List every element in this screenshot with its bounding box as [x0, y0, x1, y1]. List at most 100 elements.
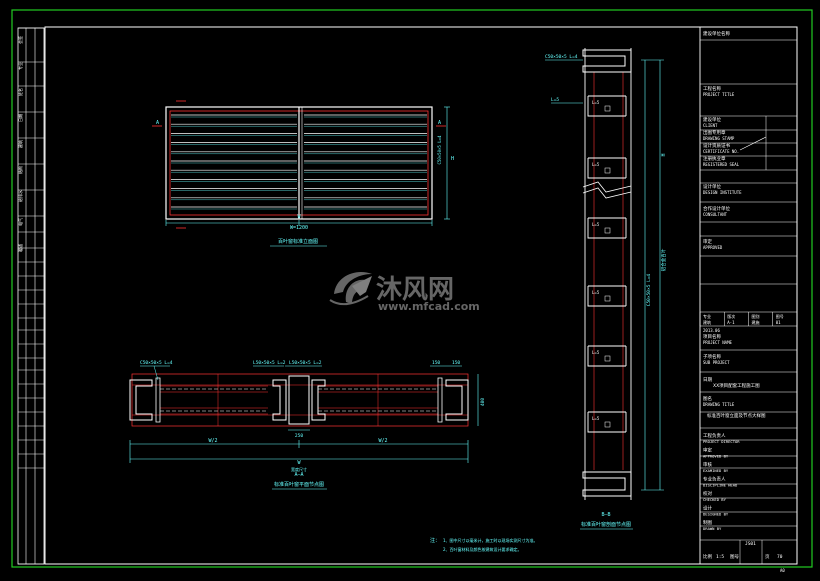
strip-label: 电气	[17, 218, 23, 226]
notes-line-1: 1、图中尺寸以毫米计，施工时以现场实测尺寸为准。	[443, 537, 538, 543]
section-blade	[587, 217, 627, 239]
tb-role-en: DESIGNED BY	[703, 512, 729, 517]
channel-right	[445, 379, 469, 421]
tb-role-en: DRAWN BY	[703, 526, 722, 531]
angle-left	[155, 377, 161, 423]
tb-role-en: PROJECT DIRECTOR	[703, 439, 740, 444]
section-blade	[587, 285, 627, 307]
vsec-dim-side: C50×50×5 L=4	[646, 273, 652, 306]
tb-project-name-en: PROJECT NAME	[703, 340, 732, 345]
tb-scale-label: 比例	[703, 553, 712, 560]
tb-table-value: A-1	[727, 320, 735, 325]
notes-line-2: 2、百叶窗材料及颜色按建筑设计要求确定。	[443, 546, 522, 552]
tb-role-cn: 设计	[703, 505, 712, 512]
callout-mid-b: L50×50×5 L=2	[289, 360, 322, 366]
tb-drawing-title-en: DRAWING TITLE	[703, 402, 735, 407]
vsec-callout-top: C50×50×5 L=4	[545, 54, 578, 60]
watermark-url: www.mfcad.com	[378, 300, 480, 313]
section-blade-tag: L=5	[592, 100, 600, 105]
tb-role-cn: 审核	[703, 461, 712, 468]
section-mark-left: A	[156, 120, 159, 126]
dim-half-left: W/2	[208, 438, 217, 444]
dim-total-note: 宽度尺寸	[291, 466, 307, 472]
dim-mid: 250	[295, 433, 303, 439]
tb-role-cn: 审定	[703, 447, 712, 454]
section-blade-tag: L=5	[592, 222, 600, 227]
section-blade	[587, 157, 627, 179]
strip-label: 结构	[17, 166, 23, 174]
callout-right-a: 150	[432, 360, 440, 366]
tb-role-cn: 制图	[703, 519, 712, 526]
tb-table-header: 版次	[727, 313, 735, 319]
channel-mid-a	[272, 379, 287, 421]
tb-table-value: 建筑	[703, 319, 711, 325]
vsec-callout-mid: 铝合金百叶	[660, 248, 667, 271]
tb-reg-en: REGISTERED SEAL	[703, 162, 740, 167]
angle-right	[437, 377, 443, 423]
tb-table-header: 图别	[752, 313, 760, 319]
front-elevation-view[interactable]: W W=1200 H C50×50×5 L=4 A A 百叶窗标准立面图	[152, 100, 454, 247]
front-elevation-title: 百叶窗标准立面图	[278, 238, 318, 245]
tb-reg-label: 注册执业章	[703, 155, 726, 162]
channel-mid-b	[311, 379, 326, 421]
tb-project-name-label: 项目名称	[703, 333, 721, 340]
watermark: 沐风网 www.mfcad.com	[329, 272, 480, 313]
tb-subproject-value: XX项目配套工程施工图	[713, 382, 760, 389]
vsec-title: 标准百叶窗剖面节点图	[581, 521, 631, 528]
plan-section-view[interactable]: W/2 W/2 250 W 宽度尺寸 400 C50×50×5 L=4 L50×…	[129, 360, 486, 490]
section-blade-hole	[604, 227, 611, 234]
outer-frame	[11, 9, 813, 568]
channel-left	[129, 379, 153, 421]
tb-drawing-title-label: 图名	[703, 395, 712, 402]
tb-design-unit-label: 设计单位	[703, 183, 721, 190]
tb-sheet-value: JS01	[745, 541, 756, 547]
tb-version-tag: A0	[780, 568, 785, 573]
tb-table-value: 01	[776, 320, 781, 325]
callout-right-b: 150	[452, 360, 460, 366]
tb-drawing-title-value: 标准百叶窗立面及节点大样图	[707, 412, 766, 419]
tb-role-cn: 校对	[703, 490, 712, 497]
tb-qualification-en: CERTIFICATE NO.	[703, 149, 739, 154]
notes-block: 注： 1、图中尺寸以毫米计，施工时以现场实测尺寸为准。 2、百叶窗材料及颜色按建…	[430, 537, 538, 552]
tb-client-label-en: CLIENT	[703, 123, 718, 128]
mullion-box	[288, 375, 310, 425]
tb-approval-en: APPROVED	[703, 245, 723, 250]
section-blade-hole	[604, 421, 611, 428]
section-blade-tag: L=5	[592, 350, 600, 355]
strip-label: 给排水	[17, 190, 23, 202]
dim-total: W	[297, 460, 301, 466]
tb-role-en: DISCIPLINE HEAD	[703, 483, 738, 488]
tb-design-unit-en: DESIGN INSTITUTE	[703, 190, 742, 195]
louver-blades	[171, 114, 427, 210]
vertical-section-view[interactable]: L=5L=5L=5L=5L=5L=5 C50×50×5 L=4 H 铝合金百叶 …	[545, 48, 667, 530]
tb-project-label-en: PROJECT TITLE	[703, 92, 735, 97]
tb-header: 建设单位名称	[703, 30, 730, 37]
section-blade	[587, 345, 627, 367]
tb-table-value: 建施	[752, 319, 760, 325]
section-mark-right: A	[438, 120, 441, 126]
callout-mid-a: L50×50×5 L=2	[253, 360, 286, 366]
notes-heading: 注：	[430, 537, 440, 544]
tb-sheet-label: 图号	[730, 554, 739, 560]
section-blade-tag: L=5	[592, 290, 600, 295]
watermark-text: 沐风网	[376, 275, 454, 305]
strip-label: 建筑	[17, 140, 23, 148]
section-blade-hole	[604, 105, 611, 112]
tb-subproject-en: SUB PROJECT	[703, 360, 730, 365]
vsec-blade-label: L=5	[551, 97, 559, 103]
tb-page-label: 页	[765, 554, 770, 560]
title-block: 建设单位名称 工程名称 PROJECT TITLE 建设单位 CLIENT 出图…	[699, 26, 798, 573]
tb-client-label: 建设单位	[703, 116, 721, 123]
tb-consultant-label: 合作设计单位	[703, 205, 730, 212]
section-blade-hole	[604, 167, 611, 174]
tb-role-en: EXAMINED BY	[703, 468, 729, 473]
tb-table-header: 专业	[703, 313, 711, 319]
blade-note: C50×50×5 L=4	[437, 135, 442, 164]
tb-page-value: 70	[777, 554, 783, 560]
section-blade-hole	[604, 295, 611, 302]
strip-label: 暖通	[17, 244, 23, 252]
section-blade-tag: L=5	[592, 162, 600, 167]
tb-stamp-en: DRAWING STAMP	[703, 136, 735, 141]
